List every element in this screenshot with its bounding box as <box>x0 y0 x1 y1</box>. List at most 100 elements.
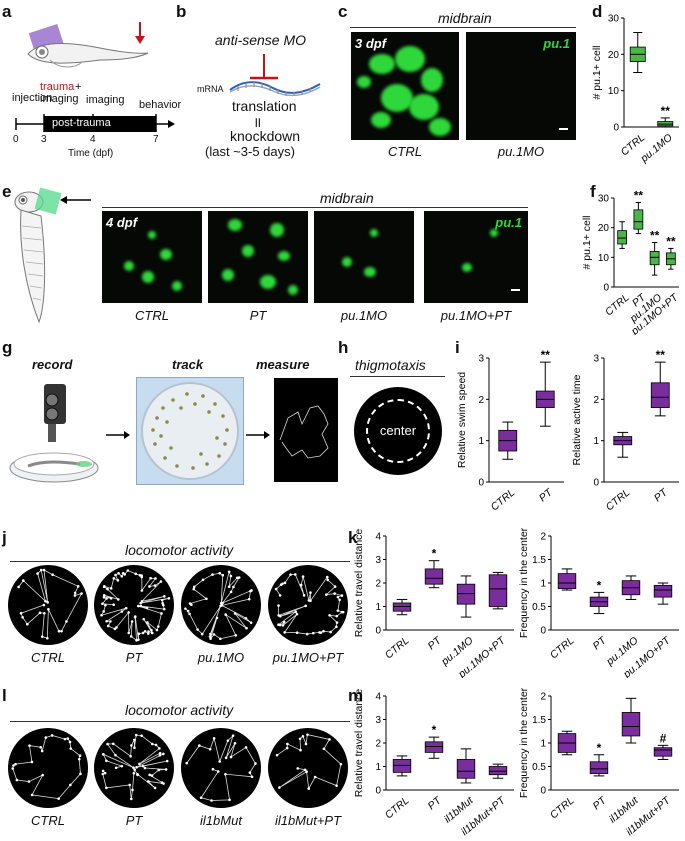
trajectory-point <box>146 780 150 783</box>
y-axis-label: # pu.1+ cell <box>591 46 603 100</box>
trajectory-point <box>274 587 278 591</box>
trajectory-point <box>155 628 159 632</box>
trajectory-point <box>233 741 237 745</box>
trajectory-point <box>30 793 34 797</box>
scale-bar-c <box>559 128 568 130</box>
trajectory-point <box>46 636 49 640</box>
y-tick-label: 4 <box>375 532 381 543</box>
y-tick-label: 2 <box>375 579 381 590</box>
trajectory-point <box>132 766 135 769</box>
trajectory-point <box>216 770 220 773</box>
trajectory-point <box>339 762 343 766</box>
trajectory-point <box>114 753 117 757</box>
trajectory-point <box>126 569 130 572</box>
trajectory-path <box>275 574 344 635</box>
arena-j-ctrl <box>8 565 88 645</box>
trajectory-point <box>326 578 330 582</box>
trajectory-point <box>215 616 219 620</box>
trajectory-point <box>123 573 126 576</box>
trajectory-point <box>44 736 48 739</box>
trajectory-point <box>244 616 248 620</box>
y-tick-label: 0 <box>540 786 546 797</box>
trajectory-point <box>39 745 42 749</box>
trajectory-point <box>113 627 117 631</box>
trajectory-point <box>229 590 233 594</box>
trajectory-point <box>80 592 83 595</box>
trajectory-point <box>185 761 189 765</box>
y-tick-label: 3 <box>375 555 381 566</box>
panel-label-a: a <box>2 2 12 21</box>
trajectory-point <box>304 604 307 608</box>
trajectory-path <box>100 570 169 642</box>
trajectory-point <box>140 575 144 579</box>
trajectory-point <box>229 755 233 759</box>
trajectory-point <box>218 760 221 763</box>
box-body <box>621 712 641 737</box>
significance-marker: ** <box>650 229 660 243</box>
center-zone-label: center <box>379 423 417 438</box>
trajectory-point <box>147 630 150 633</box>
trajectory-point <box>63 737 67 741</box>
trajectory-point <box>100 613 103 617</box>
timeline-behavior-label: behavior <box>139 99 182 111</box>
measure-trajectory-trace <box>274 378 338 482</box>
trajectory-point <box>248 771 252 774</box>
trajectory-point <box>136 773 139 777</box>
timeline-tick-0: 0 <box>13 134 19 145</box>
trajectory-point <box>105 786 108 790</box>
box-body <box>488 766 508 776</box>
trajectory-point <box>329 630 332 634</box>
box-body <box>649 251 660 266</box>
trajectory-point <box>149 576 152 580</box>
mrna-strand-icon <box>229 81 321 97</box>
y-tick-label: 1 <box>540 739 546 750</box>
caption-j-ctrl: CTRL <box>31 650 65 665</box>
caption-e-pu1mo-pt: pu.1MO+PT <box>440 308 512 323</box>
caption-l-pt: PT <box>125 813 143 828</box>
panel-label-b: b <box>176 2 187 21</box>
y-tick-label: 0.5 <box>532 602 546 613</box>
box-body <box>589 761 609 774</box>
trajectory-point <box>226 739 230 742</box>
thigmotaxis-arena: center <box>354 387 442 475</box>
panel-label-h: h <box>338 338 349 357</box>
trajectory-point <box>154 577 157 580</box>
y-axis-label: Frequency in the center <box>518 688 530 798</box>
trajectory-point <box>140 734 143 738</box>
y-tick-label: 1.5 <box>532 555 546 566</box>
trajectory-point <box>285 746 289 750</box>
trajectory-point <box>77 757 81 761</box>
trajectory-point <box>328 738 331 741</box>
trajectory-point <box>133 615 137 619</box>
trajectory-point <box>188 602 192 605</box>
y-tick-label: 20 <box>608 50 620 61</box>
trajectory-point <box>335 784 338 787</box>
trajectory-point <box>104 603 107 607</box>
step-track-label: track <box>172 357 204 372</box>
trajectory-point <box>212 633 216 636</box>
trajectory-point <box>335 621 339 624</box>
trajectory-point <box>278 594 282 597</box>
y-tick-label: 2 <box>593 395 599 406</box>
trajectory-point <box>224 613 227 616</box>
trajectory-point <box>312 631 315 635</box>
trajectory-point <box>43 611 46 615</box>
timeline-axis-label: Time (dpf) <box>68 148 114 159</box>
trajectory-point <box>162 782 165 785</box>
trajectory-point <box>333 592 336 595</box>
trajectory-point <box>245 626 248 630</box>
trajectory-point <box>68 740 72 744</box>
y-tick-label: 2 <box>478 395 484 406</box>
trajectory-point <box>120 764 124 768</box>
trajectory-point <box>158 754 162 757</box>
trajectory-point <box>135 639 138 642</box>
arrow-track-to-measure <box>246 431 270 439</box>
panel-label-c: c <box>338 2 348 21</box>
trajectory-point <box>132 771 136 775</box>
panel-l-title: locomotor activity <box>125 702 234 718</box>
trajectory-point <box>301 575 305 578</box>
category-label: PT <box>537 486 556 505</box>
